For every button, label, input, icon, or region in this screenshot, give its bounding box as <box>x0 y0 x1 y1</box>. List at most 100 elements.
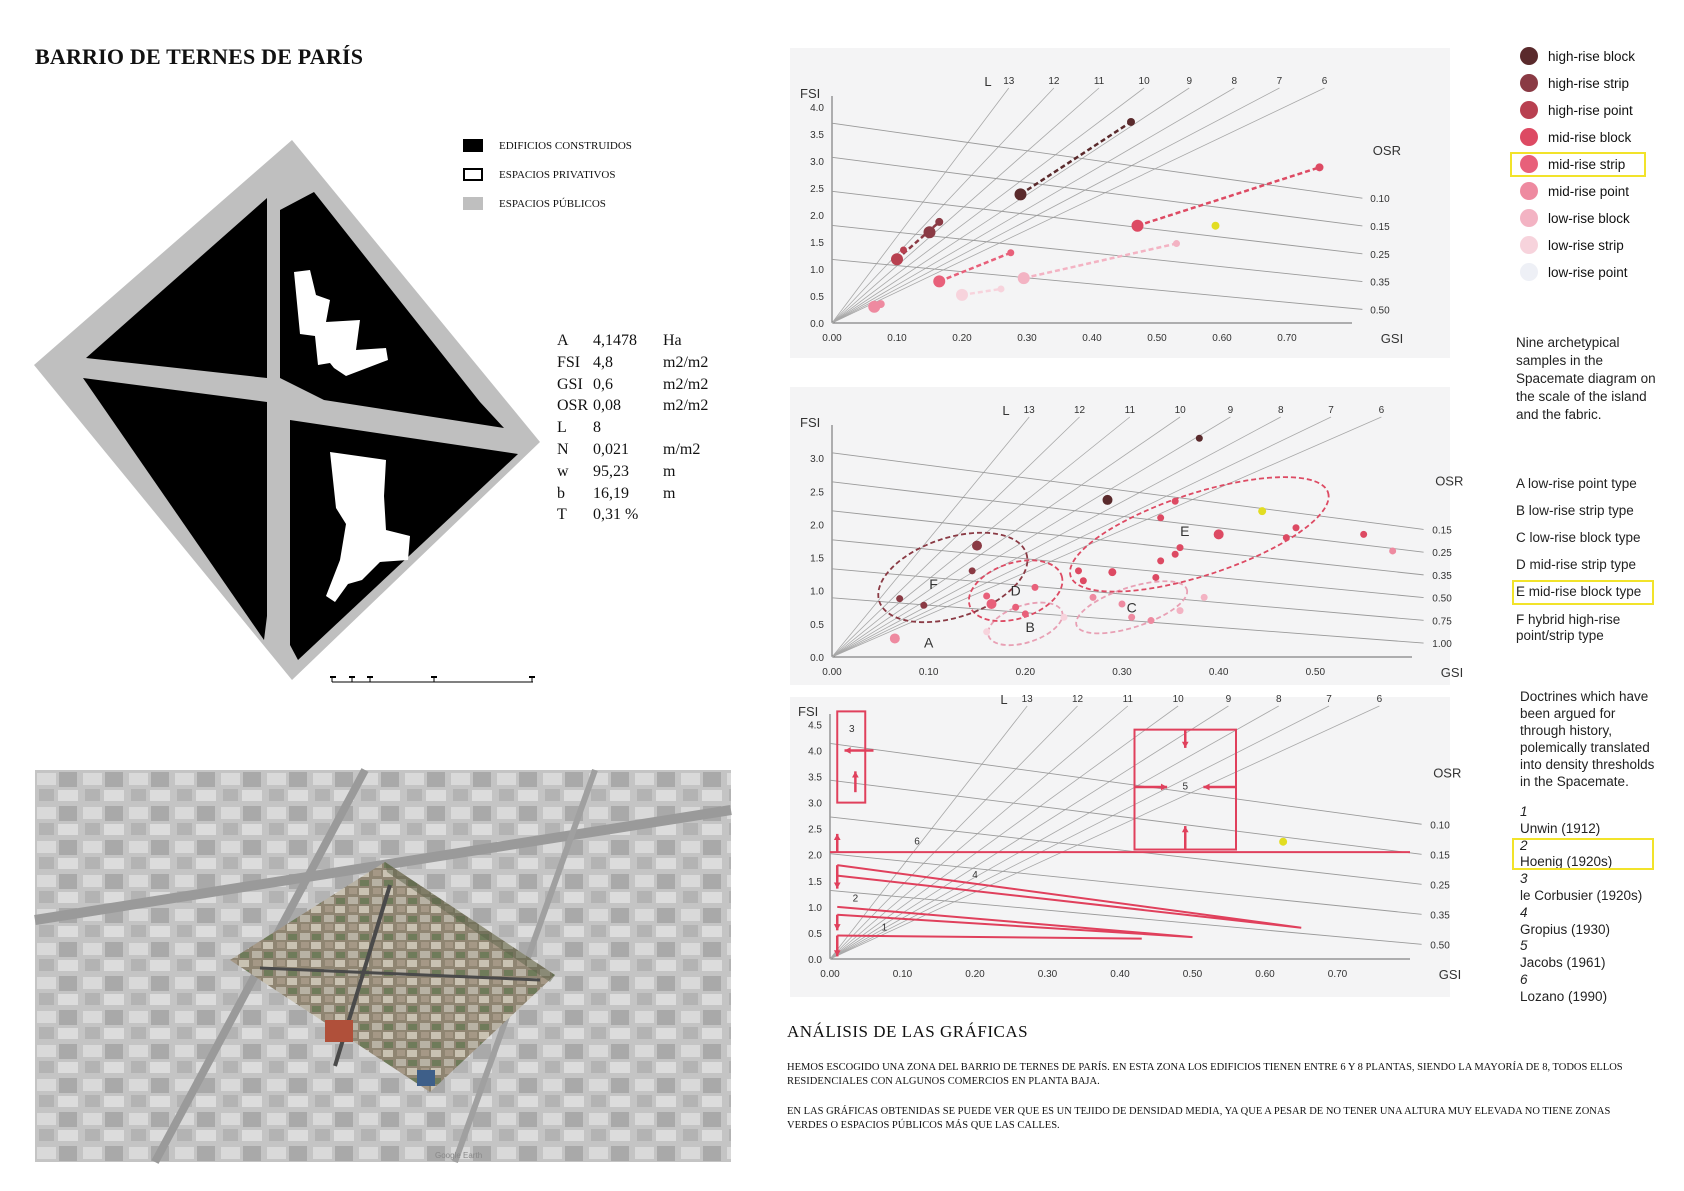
arrow-head-icon <box>833 882 841 889</box>
x-tick-label: 0.50 <box>1306 667 1326 678</box>
l-line <box>831 87 1190 324</box>
l-label: 13 <box>1022 694 1034 705</box>
data-point <box>968 567 976 575</box>
y-tick-label: 4.5 <box>808 720 822 731</box>
x-tick-label: 0.30 <box>1017 333 1037 344</box>
x-tick-label: 0.10 <box>893 969 913 980</box>
doctrines-list: 1 Unwin (1912) 2 Hoenig (1920s) 3 le Cor… <box>1520 804 1642 1006</box>
data-point <box>1213 529 1224 540</box>
cluster-ellipse <box>1075 580 1189 635</box>
x-tick-label: 0.60 <box>1255 969 1275 980</box>
data-point <box>868 300 881 313</box>
legend-dot <box>1520 182 1538 200</box>
l-label: 8 <box>1232 76 1238 87</box>
data-point <box>1176 544 1184 552</box>
doctrine-name: Lozano (1990) <box>1520 988 1608 1004</box>
legend-item: low-rise strip <box>1520 236 1624 254</box>
l-label: 9 <box>1226 694 1232 705</box>
doctrine-name: Hoenig (1920s) <box>1520 854 1613 870</box>
data-point <box>1014 188 1027 201</box>
data-point <box>972 540 982 551</box>
chart-background <box>790 697 1450 997</box>
l-axis-label: L <box>1000 692 1007 707</box>
cluster-label: B <box>1025 619 1034 635</box>
l-line <box>829 705 1330 960</box>
l-label: 6 <box>1377 694 1383 705</box>
dashed-trend <box>1019 120 1132 196</box>
data-point <box>1127 117 1135 126</box>
l-line <box>831 416 1131 658</box>
l-label: 8 <box>1276 694 1282 705</box>
data-point <box>1079 577 1087 585</box>
y-tick-label: 4.0 <box>810 103 824 114</box>
l-line <box>831 416 1281 658</box>
osr-label: 0.50 <box>1432 594 1452 605</box>
data-point <box>983 592 991 600</box>
cluster-label: F <box>929 576 938 592</box>
data-point <box>1102 494 1113 505</box>
y-tick-label: 0.5 <box>810 620 824 631</box>
y-axis-label: FSI <box>798 704 818 719</box>
doctrine-num: 1 <box>1520 804 1528 819</box>
data-point <box>1017 272 1030 285</box>
legend-item: mid-rise block <box>1520 128 1631 146</box>
legend-dot <box>1520 155 1538 173</box>
l-label: 9 <box>1186 76 1192 87</box>
dashed-trend <box>1023 242 1177 280</box>
l-line <box>829 705 1229 960</box>
l-label: 12 <box>1048 76 1060 87</box>
courtyard-ne <box>294 270 388 376</box>
l-label: 10 <box>1175 405 1187 416</box>
y-tick-label: 2.0 <box>810 520 824 531</box>
doctrine-num: 6 <box>1520 971 1528 987</box>
chart-background <box>790 48 1450 358</box>
y-tick-label: 3.5 <box>810 130 824 141</box>
legend-swatch <box>463 139 483 152</box>
data-point <box>1389 547 1397 555</box>
x-tick-label: 0.00 <box>822 667 842 678</box>
osr-line <box>831 190 1363 255</box>
page-title: BARRIO DE TERNES DE PARÍS <box>35 44 364 69</box>
l-line <box>831 416 1231 658</box>
data-point <box>1292 524 1300 532</box>
x-tick-label: 0.40 <box>1082 333 1102 344</box>
x-tick-label: 0.00 <box>822 333 842 344</box>
data-point <box>1195 434 1203 442</box>
x-axis-label: GSI <box>1381 331 1403 346</box>
arrow-head-icon <box>1181 826 1189 833</box>
doctrine-box <box>836 710 867 804</box>
y-tick-label: 1.0 <box>810 587 824 598</box>
osr-label: 0.35 <box>1370 278 1390 289</box>
data-point <box>983 628 991 636</box>
legend-item: mid-rise strip <box>1520 155 1625 173</box>
data-point <box>1173 240 1180 248</box>
legend-dot <box>1520 209 1538 227</box>
arrow-head-icon <box>1203 783 1210 791</box>
x-axis-label: GSI <box>1441 665 1463 680</box>
l-label: 11 <box>1094 76 1105 87</box>
l-line <box>831 87 1325 324</box>
data-point <box>935 217 944 226</box>
l-line <box>831 87 1235 324</box>
l-label: 8 <box>1278 405 1284 416</box>
y-tick-label: 2.5 <box>808 825 822 836</box>
doctrine-line <box>837 864 1302 929</box>
l-label: 10 <box>1173 694 1185 705</box>
osr-label: 0.35 <box>1432 571 1452 582</box>
doctrine-label: 5 <box>1182 782 1188 793</box>
data-point <box>1147 617 1155 625</box>
type-b: B low-rise strip type <box>1516 503 1634 518</box>
l-axis-label: L <box>1002 403 1009 418</box>
data-point <box>1131 219 1144 232</box>
cluster-ellipse <box>877 531 1029 624</box>
chart-background <box>790 387 1450 685</box>
y-tick-label: 1.5 <box>808 877 822 888</box>
doctrine-name: Gropius (1930) <box>1520 921 1611 937</box>
y-tick-label: 2.5 <box>810 487 824 498</box>
